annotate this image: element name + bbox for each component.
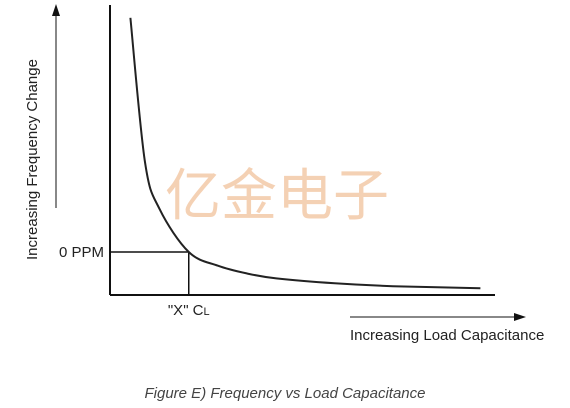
watermark: 亿金电子 (165, 164, 389, 229)
y-axis-label: Increasing Frequency Change (24, 59, 41, 260)
x-marker-label-subscript: L (204, 306, 210, 318)
x-axis-label-arrowhead (514, 313, 526, 321)
y-axis-label-arrowhead (52, 4, 60, 16)
figure-caption: Figure E) Frequency vs Load Capacitance (144, 385, 426, 402)
y-marker-label: 0 PPM (59, 244, 104, 261)
x-marker-label-main: "X" C (168, 302, 204, 319)
x-axis-label: Increasing Load Capacitance (350, 327, 544, 344)
x-marker-label: "X" CL (168, 302, 210, 319)
frequency-curve (129, 17, 481, 290)
